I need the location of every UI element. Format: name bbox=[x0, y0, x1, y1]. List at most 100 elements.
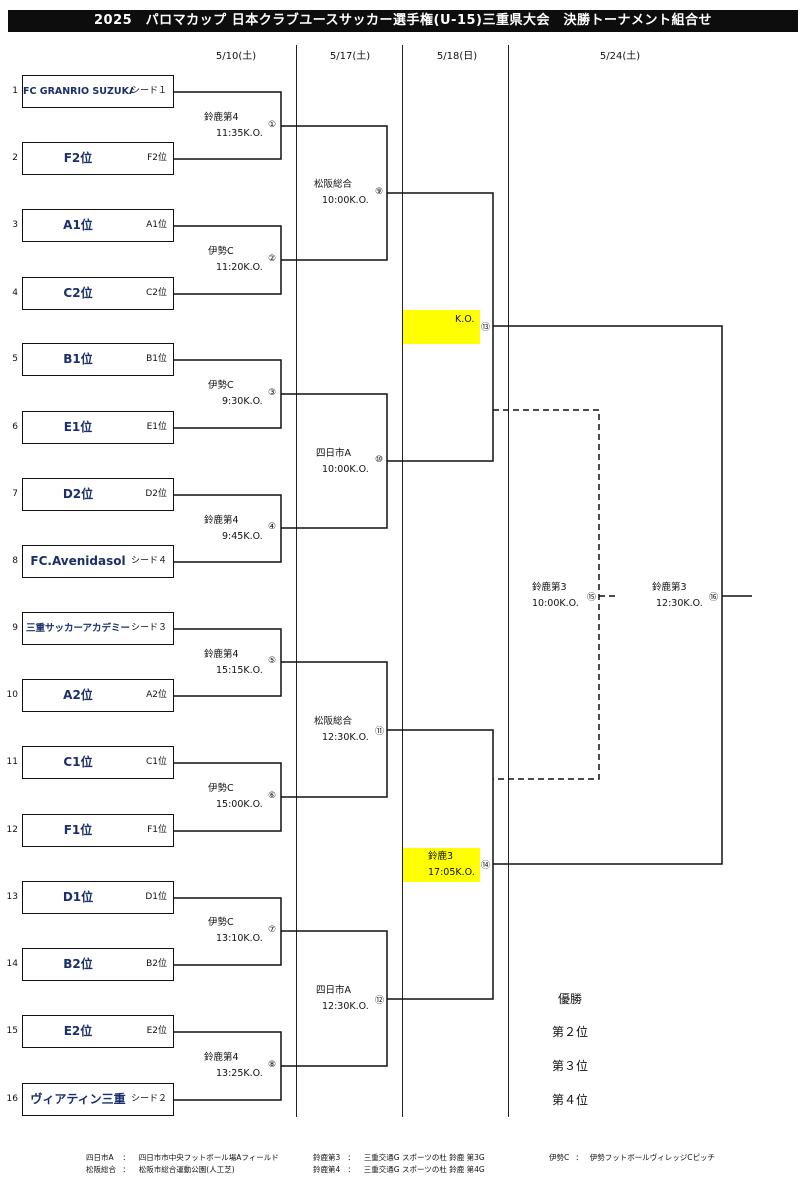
match-venue: 鈴鹿第4 bbox=[204, 515, 239, 526]
match-venue: 伊勢C bbox=[208, 917, 234, 928]
match-number: ⑪ bbox=[375, 727, 385, 737]
team-seed-label: シード２ bbox=[130, 1094, 167, 1104]
venue-legend-item: 鈴鹿第3 ： 三重交通G スポーツの杜 鈴鹿 第3G bbox=[313, 1152, 485, 1163]
match-number: ⑯ bbox=[709, 593, 719, 603]
team-seed-label: B2位 bbox=[146, 959, 167, 969]
match-number: ① bbox=[268, 120, 277, 130]
legend-abbr: 伊勢C bbox=[549, 1153, 570, 1162]
team-seed-label: D2位 bbox=[145, 489, 167, 499]
team-seed-label: F2位 bbox=[147, 153, 167, 163]
match-time: 13:10K.O. bbox=[216, 933, 263, 944]
match-time: 11:20K.O. bbox=[216, 262, 263, 273]
team-slot: B2位 B2位 bbox=[22, 948, 174, 981]
seed-number: 7 bbox=[12, 489, 18, 499]
match-info: 鈴鹿第4 11:35K.O. bbox=[204, 110, 263, 142]
team-slot: A2位 A2位 bbox=[22, 679, 174, 712]
column-divider bbox=[508, 45, 509, 1117]
match-number: ③ bbox=[268, 388, 277, 398]
team-slot: E1位 E1位 bbox=[22, 411, 174, 444]
seed-number: 1 bbox=[12, 86, 18, 96]
legend-desc: 三重交通G スポーツの杜 鈴鹿 第3G bbox=[363, 1153, 485, 1162]
seed-number: 10 bbox=[6, 690, 18, 700]
match-time: 9:30K.O. bbox=[222, 396, 263, 407]
match-venue: 四日市A bbox=[316, 985, 351, 996]
seed-number: 15 bbox=[6, 1026, 18, 1036]
match-info: 松阪総合 12:30K.O. bbox=[314, 714, 369, 746]
team-name: FC.Avenidasol bbox=[30, 554, 126, 568]
team-slot: D1位 D1位 bbox=[22, 881, 174, 914]
seed-number: 12 bbox=[6, 825, 18, 835]
team-seed-label: C2位 bbox=[145, 288, 167, 298]
match-number: ⑤ bbox=[268, 656, 277, 666]
team-name: F2位 bbox=[63, 151, 93, 165]
seed-number: 13 bbox=[6, 892, 18, 902]
team-seed-label: D1位 bbox=[145, 892, 167, 902]
match-number: ⑭ bbox=[481, 861, 491, 871]
team-name: C1位 bbox=[63, 755, 93, 769]
match-time: 17:05K.O. bbox=[428, 867, 475, 878]
date-round1: 5/10(土) bbox=[215, 51, 257, 62]
match-info: 鈴鹿第4 13:25K.O. bbox=[204, 1050, 263, 1082]
seed-number: 2 bbox=[12, 153, 18, 163]
match-time: 11:35K.O. bbox=[216, 128, 263, 139]
match-info: 鈴鹿第4 9:45K.O. bbox=[204, 513, 263, 545]
team-seed-label: シード３ bbox=[130, 623, 167, 633]
match-venue: 鈴鹿第4 bbox=[204, 1052, 239, 1063]
legend-separator: ： bbox=[347, 1153, 355, 1162]
team-seed-label: E2位 bbox=[146, 1026, 167, 1036]
team-name: 三重サッカーアカデミー bbox=[25, 623, 131, 634]
match-venue: 伊勢C bbox=[208, 380, 234, 391]
team-seed-label: シード４ bbox=[130, 556, 167, 566]
team-name: C2位 bbox=[63, 286, 93, 300]
match-number: ⑥ bbox=[268, 791, 277, 801]
team-slot: F2位 F2位 bbox=[22, 142, 174, 175]
team-name: E1位 bbox=[63, 420, 93, 434]
third-place-info: 鈴鹿第3 10:00K.O. bbox=[532, 580, 579, 612]
result-champion: 優勝 bbox=[558, 992, 583, 1006]
match-info: 四日市A 10:00K.O. bbox=[316, 446, 369, 478]
team-slot: FC GRANRIO SUZUKA シード１ bbox=[22, 75, 174, 108]
legend-separator: ： bbox=[122, 1165, 130, 1174]
legend-separator: ： bbox=[575, 1153, 583, 1162]
team-slot: FC.Avenidasol シード４ bbox=[22, 545, 174, 578]
venue-legend-item: 四日市A ： 四日市市中央フットボール場Aフィールド bbox=[86, 1152, 279, 1163]
match-info: 伊勢C 9:30K.O. bbox=[208, 378, 263, 410]
date-round3: 5/18(日) bbox=[436, 51, 478, 62]
team-slot: C1位 C1位 bbox=[22, 746, 174, 779]
match-time: 10:00K.O. bbox=[322, 195, 369, 206]
team-name: D2位 bbox=[62, 487, 94, 501]
legend-separator: ： bbox=[122, 1153, 130, 1162]
match-time: 12:30K.O. bbox=[322, 1001, 369, 1012]
date-round4: 5/24(土) bbox=[599, 51, 641, 62]
match-info: 四日市A 12:30K.O. bbox=[316, 983, 369, 1015]
match-time: 13:25K.O. bbox=[216, 1068, 263, 1079]
date-round2: 5/17(土) bbox=[329, 51, 371, 62]
team-slot: E2位 E2位 bbox=[22, 1015, 174, 1048]
team-name: FC GRANRIO SUZUKA bbox=[23, 86, 133, 97]
match-number: ④ bbox=[268, 522, 277, 532]
final-info: 鈴鹿第3 12:30K.O. bbox=[652, 580, 703, 612]
team-seed-label: F1位 bbox=[147, 825, 167, 835]
result-third: 第３位 bbox=[552, 1059, 589, 1073]
match-venue: 伊勢C bbox=[208, 246, 234, 257]
match-number: ⑧ bbox=[268, 1060, 277, 1070]
match-number: ⑫ bbox=[375, 996, 385, 1006]
semifinal-2-highlight bbox=[403, 848, 480, 882]
team-name: E2位 bbox=[63, 1024, 93, 1038]
seed-number: 6 bbox=[12, 422, 18, 432]
match-info: 伊勢C 11:20K.O. bbox=[208, 244, 263, 276]
team-slot: F1位 F1位 bbox=[22, 814, 174, 847]
team-slot: D2位 D2位 bbox=[22, 478, 174, 511]
team-seed-label: シード１ bbox=[130, 86, 167, 96]
match-venue: 鈴鹿第3 bbox=[532, 582, 567, 593]
team-name: ヴィアティン三重 bbox=[30, 1092, 126, 1106]
venue-legend-item: 松阪総合 ： 松阪市総合運動公園(人工芝) bbox=[86, 1164, 235, 1175]
match-number: ② bbox=[268, 254, 277, 264]
legend-abbr: 鈴鹿第4 bbox=[313, 1165, 341, 1174]
seed-number: 4 bbox=[12, 288, 18, 298]
team-seed-label: B1位 bbox=[146, 354, 167, 364]
match-time: 12:30K.O. bbox=[656, 598, 703, 609]
seed-number: 14 bbox=[6, 959, 18, 969]
column-divider bbox=[402, 45, 403, 1117]
